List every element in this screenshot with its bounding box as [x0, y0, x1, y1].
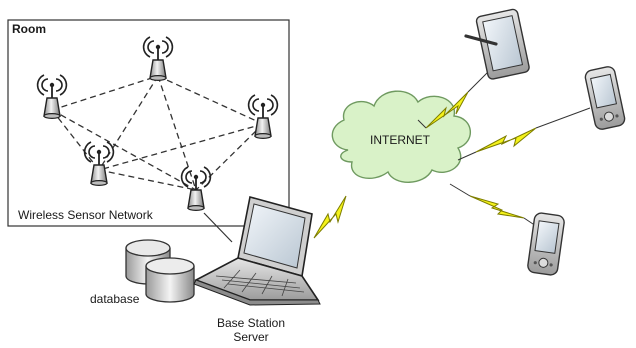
lightning-icon [449, 183, 537, 227]
room-title: Room [12, 22, 46, 36]
database-icon [125, 239, 195, 303]
pda-icon [583, 64, 627, 132]
internet-label: INTERNET [370, 133, 430, 147]
lightning-icon [417, 69, 491, 129]
pda-icon [526, 211, 566, 277]
laptop-icon [193, 196, 321, 306]
server-label-line2: Server [233, 330, 269, 344]
mesh-links [51, 75, 264, 191]
stylus-icon [464, 34, 498, 46]
network-label: Wireless Sensor Network [18, 208, 153, 222]
server-label-line1: Base Station [216, 316, 286, 330]
room-boundary [7, 19, 290, 227]
lightning-icon [457, 107, 591, 161]
internet-cloud-icon [331, 90, 471, 183]
lightning-icon [313, 195, 347, 239]
database-label: database [90, 292, 140, 306]
tablet-icon [475, 8, 530, 80]
